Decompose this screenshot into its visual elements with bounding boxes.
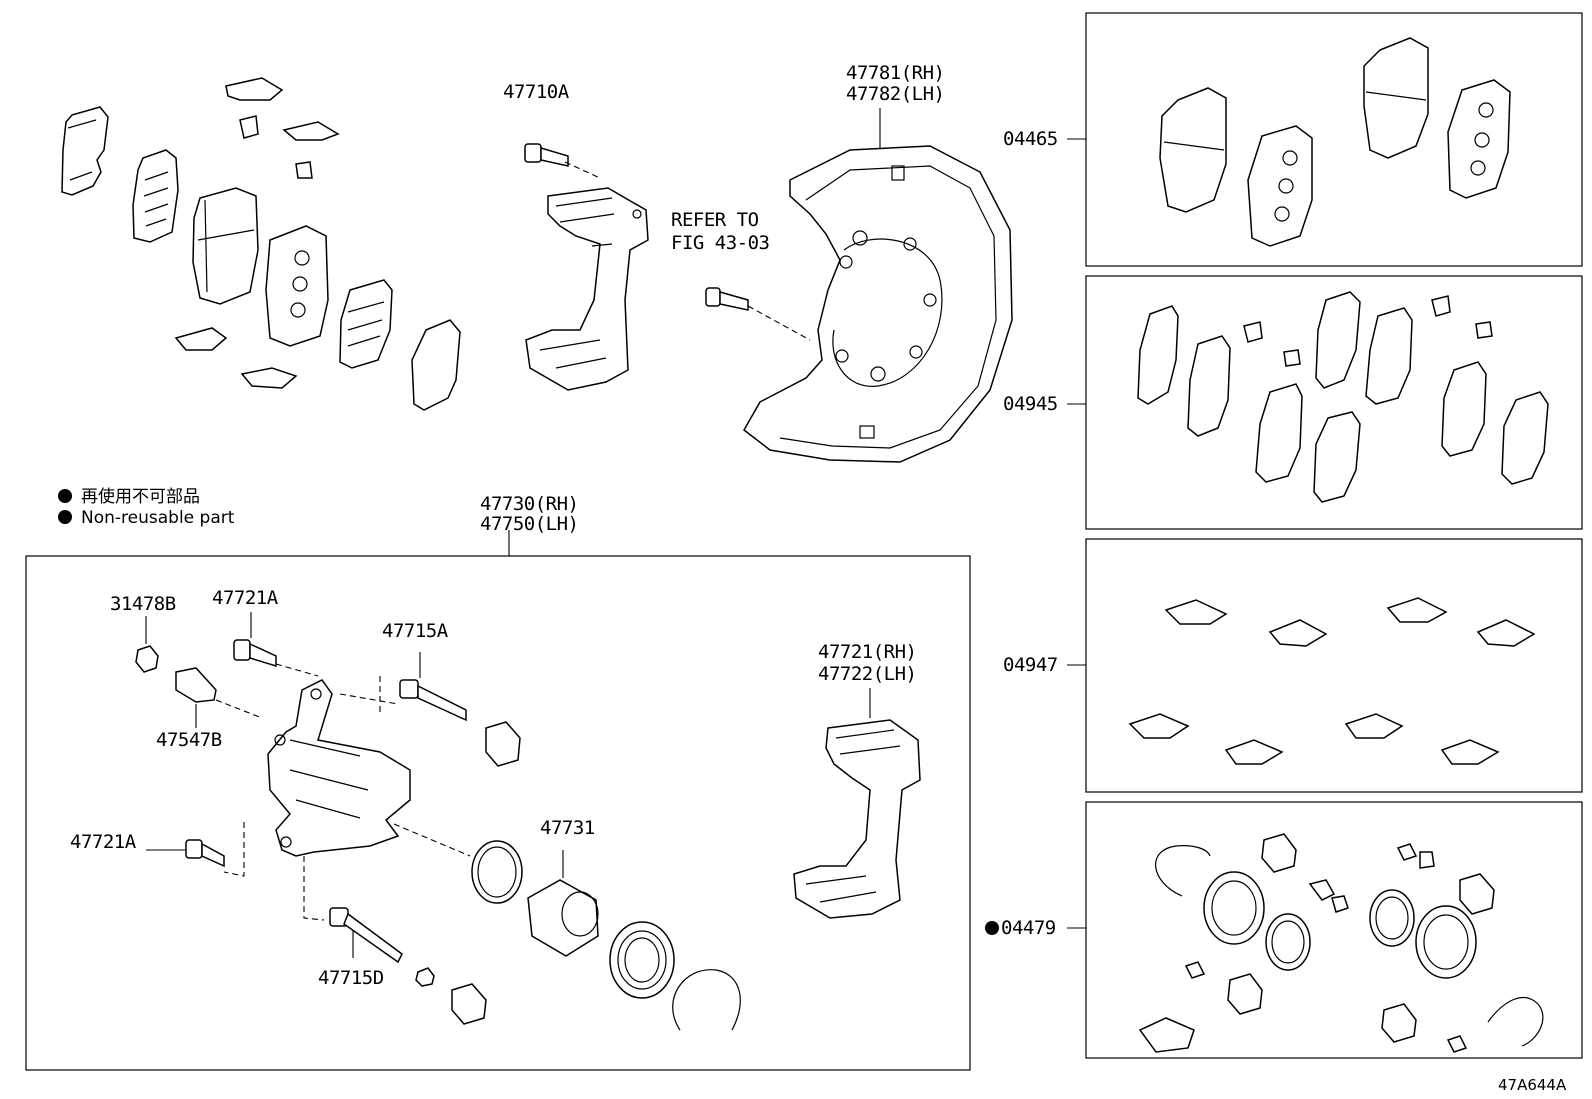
shim-inner-right	[339, 279, 393, 369]
caliper-mount-top	[525, 187, 649, 391]
label-47715A: 47715A	[382, 620, 448, 642]
label-47731: 47731	[540, 817, 595, 839]
label-47721-rh: 47721(RH)	[818, 641, 917, 663]
cap-31478B	[135, 645, 159, 673]
kit-label-04945: 04945	[1003, 393, 1058, 415]
caliper-assembly-box	[25, 555, 971, 1071]
pin-47715A	[399, 679, 467, 722]
kit-label-04947: 04947	[1003, 654, 1058, 676]
shim-outer-right	[411, 319, 461, 411]
caliper-body	[267, 679, 411, 857]
piston-seal	[471, 840, 523, 904]
label-47722-lh: 47722(LH)	[818, 663, 917, 685]
boot-47715A	[485, 721, 521, 767]
bullet-icon	[58, 510, 72, 524]
label-47715D: 47715D	[318, 967, 384, 989]
bushing	[415, 967, 435, 987]
label-47782-lh: 47782(LH)	[846, 83, 945, 105]
kit-label-04479: 04479	[985, 917, 1056, 939]
brake-pad-outer	[265, 225, 329, 347]
kit-label-04465: 04465	[1003, 128, 1058, 150]
bleeder-47547B	[175, 667, 217, 703]
label-fig-43-03: FIG 43-03	[671, 232, 770, 254]
bolt-47710A	[524, 143, 569, 167]
kit-04947-clips	[1128, 597, 1536, 765]
piston-47731	[527, 879, 599, 957]
bolt-47721A-top	[233, 639, 277, 668]
note-non-reusable-en: Non-reusable part	[58, 508, 234, 528]
bolt-hub	[705, 287, 749, 311]
label-47710A: 47710A	[503, 81, 569, 103]
label-47721A-bottom: 47721A	[70, 831, 136, 853]
kit-04479-seals	[1138, 833, 1544, 1053]
non-reusable-bullet-icon	[985, 921, 999, 935]
caliper-mount-47721	[793, 719, 921, 919]
label-refer-to: REFER TO	[671, 209, 759, 231]
label-31478B: 31478B	[110, 593, 176, 615]
label-47750-lh: 47750(LH)	[480, 513, 579, 535]
anti-squeal-clips	[174, 77, 340, 389]
dust-shield	[743, 145, 1013, 463]
kit-04945-shims	[1137, 291, 1549, 503]
pin-47715D	[329, 907, 403, 964]
kit-box-04947	[1085, 538, 1583, 793]
shim-outer-left	[61, 106, 109, 196]
label-47730-rh: 47730(RH)	[480, 493, 579, 515]
kit-box-04479	[1085, 801, 1583, 1059]
brake-pad-inner	[192, 187, 259, 305]
label-47721A-top: 47721A	[212, 587, 278, 609]
label-47781-rh: 47781(RH)	[846, 62, 945, 84]
bullet-icon	[58, 489, 72, 503]
boot-47715D	[451, 983, 487, 1025]
label-47547B: 47547B	[156, 729, 222, 751]
shim-inner-left	[132, 149, 179, 243]
piston-boot	[609, 921, 675, 999]
set-ring	[672, 969, 741, 1031]
bolt-47721A-bottom	[185, 839, 225, 868]
kit-box-04945	[1085, 275, 1583, 530]
figure-id: 47A644A	[1498, 1076, 1567, 1094]
kit-04465-pads	[1159, 37, 1511, 247]
note-non-reusable-jp: 再使用不可部品	[58, 482, 200, 507]
